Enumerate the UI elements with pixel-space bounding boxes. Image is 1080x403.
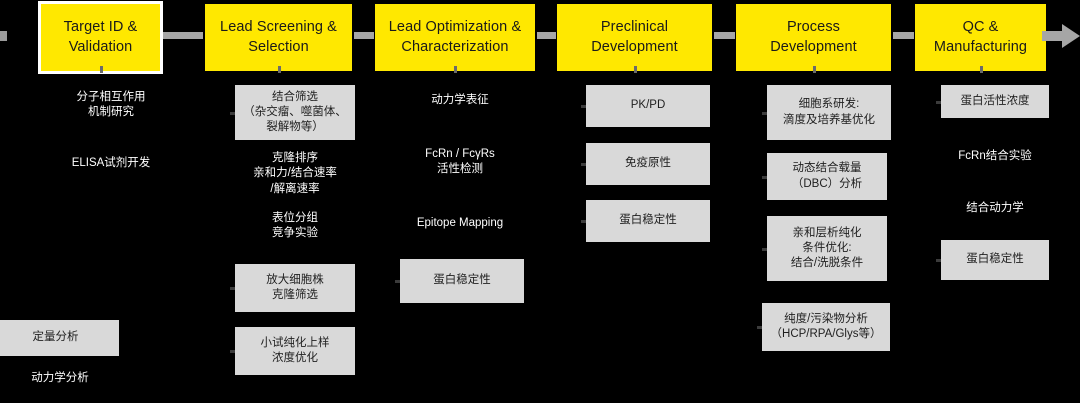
- line-stub-icon: [0, 31, 7, 41]
- item-label: 克隆排序 亲和力/结合速率 /解离速率: [253, 152, 337, 195]
- item-text: 动力学分析: [5, 368, 115, 390]
- connector-bar-3: [537, 32, 556, 39]
- item-label: 亲和层析纯化 条件优化: 结合/洗脱条件: [790, 226, 864, 270]
- item-label: 表位分组 竞争实验: [272, 211, 318, 239]
- item-label: 动力学分析: [31, 372, 89, 385]
- item-box[interactable]: 定量分析: [0, 320, 119, 356]
- item-label: 放大细胞株 克隆筛选: [266, 273, 324, 301]
- item-box[interactable]: 蛋白稳定性: [941, 240, 1049, 280]
- item-label: 蛋白稳定性: [619, 214, 677, 227]
- item-text: FcRn / FcγRs 活性检测: [400, 142, 520, 182]
- item-label: 定量分析: [32, 331, 79, 344]
- item-connector-nub: [230, 112, 235, 115]
- item-label: FcRn结合实验: [958, 150, 1032, 163]
- item-label: 动态结合载量 （DBC）分析: [791, 162, 863, 190]
- item-box[interactable]: PK/PD: [586, 85, 710, 127]
- stage-tick: [634, 66, 637, 73]
- item-box[interactable]: 细胞系研发: 滴度及培养基优化: [767, 85, 891, 140]
- stage-qc-manufacturing[interactable]: QC & Manufacturing: [915, 4, 1046, 71]
- stage-process-development[interactable]: Process Development: [736, 4, 891, 71]
- item-label: 蛋白稳定性: [433, 274, 491, 287]
- item-text: 分子相互作用 机制研究: [56, 85, 166, 125]
- stage-tick: [278, 66, 281, 73]
- stage-label: Process Development: [770, 18, 857, 55]
- item-text: 结合动力学: [941, 197, 1049, 221]
- stage-tick: [454, 66, 457, 73]
- item-connector-nub: [581, 220, 586, 223]
- item-box[interactable]: 蛋白活性浓度: [941, 85, 1049, 118]
- stage-preclinical-development[interactable]: Preclinical Development: [557, 4, 712, 71]
- stage-tick: [813, 66, 816, 73]
- item-box[interactable]: 免疫原性: [586, 143, 710, 185]
- connector-bar-4: [714, 32, 735, 39]
- item-label: 蛋白活性浓度: [960, 94, 1030, 107]
- item-connector-nub: [936, 101, 941, 104]
- item-text: 表位分组 竞争实验: [235, 207, 355, 245]
- item-connector-nub: [581, 105, 586, 108]
- item-label: 结合动力学: [966, 202, 1024, 215]
- stage-label: Lead Screening & Selection: [220, 18, 337, 55]
- item-label: ELISA试剂开发: [71, 157, 151, 170]
- item-connector-nub: [230, 350, 235, 353]
- stage-target-id-validation[interactable]: Target ID & Validation: [38, 1, 163, 74]
- item-label: 蛋白稳定性: [966, 253, 1024, 266]
- item-label: 分子相互作用 机制研究: [76, 90, 146, 118]
- item-label: 小试纯化上样 浓度优化: [260, 336, 330, 364]
- item-label: 免疫原性: [625, 157, 671, 170]
- stage-label: Lead Optimization & Characterization: [388, 18, 522, 55]
- item-label: Epitope Mapping: [416, 217, 504, 230]
- item-label: 动力学表征: [431, 94, 489, 107]
- stage-tick: [980, 66, 983, 73]
- item-text: 动力学表征: [400, 89, 520, 113]
- item-connector-nub: [757, 326, 762, 329]
- item-text: Epitope Mapping: [400, 212, 520, 236]
- item-connector-nub: [762, 248, 767, 251]
- connector-bar-1: [163, 32, 203, 39]
- connector-bar-5: [893, 32, 914, 39]
- item-box[interactable]: 小试纯化上样 浓度优化: [235, 327, 355, 375]
- stage-label: Preclinical Development: [591, 18, 678, 55]
- connector-bar-2: [354, 32, 374, 39]
- item-connector-nub: [395, 280, 400, 283]
- item-box[interactable]: 结合筛选 （杂交瘤、噬菌体、 裂解物等）: [235, 85, 355, 140]
- item-label: 细胞系研发: 滴度及培养基优化: [783, 98, 875, 126]
- item-box[interactable]: 放大细胞株 克隆筛选: [235, 264, 355, 312]
- item-text: FcRn结合实验: [941, 145, 1049, 169]
- item-text: 克隆排序 亲和力/结合速率 /解离速率: [235, 147, 355, 201]
- item-connector-nub: [230, 287, 235, 290]
- item-label: 结合筛选 （杂交瘤、噬菌体、 裂解物等）: [243, 90, 347, 134]
- item-label: PK/PD: [630, 99, 666, 112]
- stage-lead-screening-selection[interactable]: Lead Screening & Selection: [205, 4, 352, 71]
- item-box[interactable]: 动态结合载量 （DBC）分析: [767, 153, 887, 200]
- item-box[interactable]: 纯度/污染物分析 （HCP/RPA/Glys等）: [762, 303, 890, 351]
- item-text: ELISA试剂开发: [56, 152, 166, 176]
- item-box[interactable]: 蛋白稳定性: [586, 200, 710, 242]
- item-label: FcRn / FcγRs 活性检测: [425, 147, 495, 175]
- item-box[interactable]: 蛋白稳定性: [400, 259, 524, 303]
- stage-label: QC & Manufacturing: [933, 18, 1028, 55]
- item-connector-nub: [581, 163, 586, 166]
- item-connector-nub: [762, 112, 767, 115]
- stage-label: Target ID & Validation: [63, 18, 138, 55]
- stage-lead-optimization[interactable]: Lead Optimization & Characterization: [375, 4, 535, 71]
- item-box[interactable]: 亲和层析纯化 条件优化: 结合/洗脱条件: [767, 216, 887, 281]
- item-connector-nub: [936, 259, 941, 262]
- item-connector-nub: [762, 176, 767, 179]
- item-label: 纯度/污染物分析 （HCP/RPA/Glys等）: [770, 312, 882, 340]
- stage-tick: [100, 66, 103, 73]
- right-arrow-icon: [1042, 24, 1080, 48]
